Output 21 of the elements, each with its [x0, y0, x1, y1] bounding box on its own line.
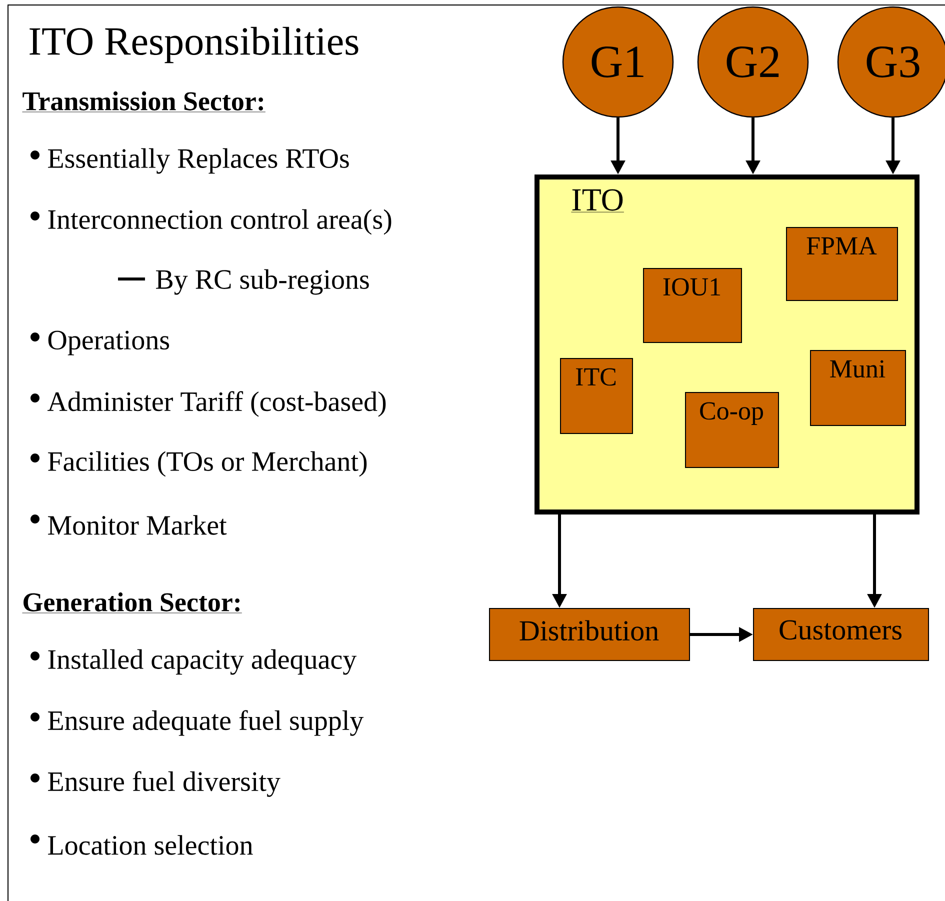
bullet-text: Administer Tariff (cost-based)	[47, 391, 386, 417]
entity-box: IOU1	[643, 268, 742, 343]
bullet-text: Ensure adequate fuel supply	[48, 710, 364, 736]
bullet-text: Location selection	[48, 835, 253, 855]
process-box: Distribution	[489, 608, 690, 661]
bullet-text: Ensure fuel diversity	[48, 771, 280, 797]
title: ITO Responsibilities	[30, 26, 358, 64]
bullet-text: Essentially Replaces RTOs	[48, 148, 349, 174]
entity-box: FPMA	[786, 227, 898, 301]
bullet-text: Installed capacity adequacy	[48, 649, 357, 675]
entity-box: ITC	[560, 358, 633, 434]
entity-box: Co-op	[685, 392, 779, 468]
process-box: Customers	[753, 608, 929, 661]
bullet-text: Interconnection control area(s)	[48, 209, 392, 235]
bullet-text: Facilities (TOs or Merchant)	[48, 451, 367, 477]
entity-box: Muni	[810, 350, 906, 426]
bullet-text: By RC sub-regions	[156, 269, 369, 295]
section-heading: Generation Sector:	[22, 592, 242, 614]
bullet-text: Operations	[48, 330, 170, 356]
bullet-text: Monitor Market	[48, 515, 227, 535]
section-heading: Transmission Sector:	[22, 91, 266, 112]
